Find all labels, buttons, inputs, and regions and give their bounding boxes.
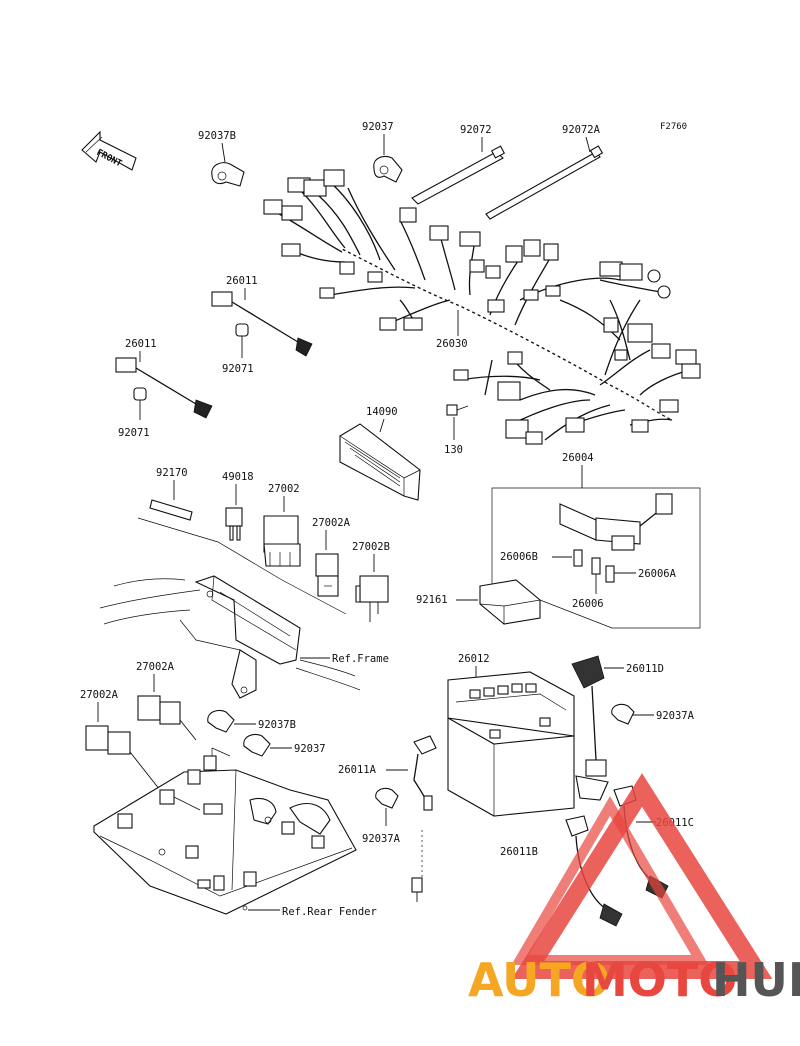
- label-92071-b: 92071: [118, 427, 150, 439]
- label-26006: 26006: [572, 598, 604, 610]
- label-27002A-top: 27002A: [312, 517, 351, 529]
- cable-26011D: [571, 655, 609, 801]
- terminal-26006B: [573, 549, 583, 567]
- module-92161: [479, 579, 541, 625]
- relay-27002A-top: [315, 553, 339, 597]
- cable-tie-92072A: [485, 145, 604, 220]
- label-27002B: 27002B: [352, 541, 390, 553]
- clamp-92037B-mid: [207, 709, 235, 733]
- sub-harness-26011-b: [115, 357, 213, 419]
- clamp-92037-top: [373, 155, 403, 183]
- label-92161: 92161: [416, 594, 448, 606]
- label-26011A: 26011A: [338, 764, 377, 776]
- bracket-92170: [149, 499, 193, 521]
- label-26006B: 26006B: [500, 551, 538, 563]
- label-92072: 92072: [460, 124, 492, 136]
- fuse-49018: [225, 507, 243, 541]
- clamp-92037A-right: [611, 703, 635, 725]
- relay-27002A-left: [85, 725, 161, 791]
- terminal-26006A: [605, 565, 615, 583]
- label-26011-a: 26011: [226, 275, 258, 287]
- label-27002A-mid: 27002A: [136, 661, 175, 673]
- connector-assembly-26004: [559, 493, 673, 551]
- label-92037B-top: 92037B: [198, 130, 236, 142]
- watermark-logo: AUTO MOTO HUB: [468, 773, 800, 1007]
- sub-harness-26011-a: [211, 291, 313, 357]
- rear-fender-reference-drawing: [93, 747, 357, 915]
- label-27002: 27002: [268, 483, 300, 495]
- label-49018: 49018: [222, 471, 254, 483]
- ref-rear-fender-label: Ref.Rear Fender: [282, 906, 377, 918]
- label-92037A-low: 92037A: [362, 833, 401, 845]
- battery-26012: [447, 671, 575, 817]
- bolt-130: [446, 404, 469, 416]
- figure-code: F2760: [660, 122, 687, 132]
- main-wiring-harness-26030: [263, 169, 701, 445]
- control-unit-14090: [339, 423, 421, 501]
- label-130: 130: [444, 444, 463, 456]
- label-92037-mid: 92037: [294, 743, 326, 755]
- label-92170: 92170: [156, 467, 188, 479]
- front-arrow-icon: FRONT: [81, 130, 137, 171]
- label-26012: 26012: [458, 653, 490, 665]
- relay-27002: [263, 515, 301, 567]
- clamp-92037B-top: [211, 162, 245, 187]
- clamp-92037A-low: [375, 787, 399, 809]
- label-27002A-left: 27002A: [80, 689, 119, 701]
- relay-27002A-mid: [137, 695, 197, 741]
- label-26004: 26004: [562, 452, 594, 464]
- label-26006A: 26006A: [638, 568, 677, 580]
- label-26030: 26030: [436, 338, 468, 350]
- label-92037A-right: 92037A: [656, 710, 695, 722]
- watermark-text-auto: AUTO: [468, 953, 610, 1007]
- label-92072A: 92072A: [562, 124, 601, 136]
- frame-reference-drawing: [99, 575, 361, 699]
- clamp-92037-mid: [243, 733, 271, 757]
- label-14090: 14090: [366, 406, 398, 418]
- label-92037-top: 92037: [362, 121, 394, 133]
- grommet-92071-b: [133, 387, 147, 401]
- relay-27002B: [355, 575, 389, 622]
- cable-26011B: [565, 815, 623, 927]
- cable-26011A: [411, 735, 437, 902]
- watermark-text-hub: HUB: [712, 953, 800, 1007]
- cable-tie-92072: [411, 145, 506, 205]
- terminal-26006: [591, 557, 601, 575]
- label-26011B: 26011B: [500, 846, 538, 858]
- label-26011-b: 26011: [125, 338, 157, 350]
- label-92037B-mid: 92037B: [258, 719, 296, 731]
- label-92071-a: 92071: [222, 363, 254, 375]
- watermark-text-moto: MOTO: [582, 953, 737, 1007]
- grommet-92071-a: [235, 323, 249, 337]
- ref-frame-label: Ref.Frame: [332, 653, 389, 665]
- label-26011D: 26011D: [626, 663, 664, 675]
